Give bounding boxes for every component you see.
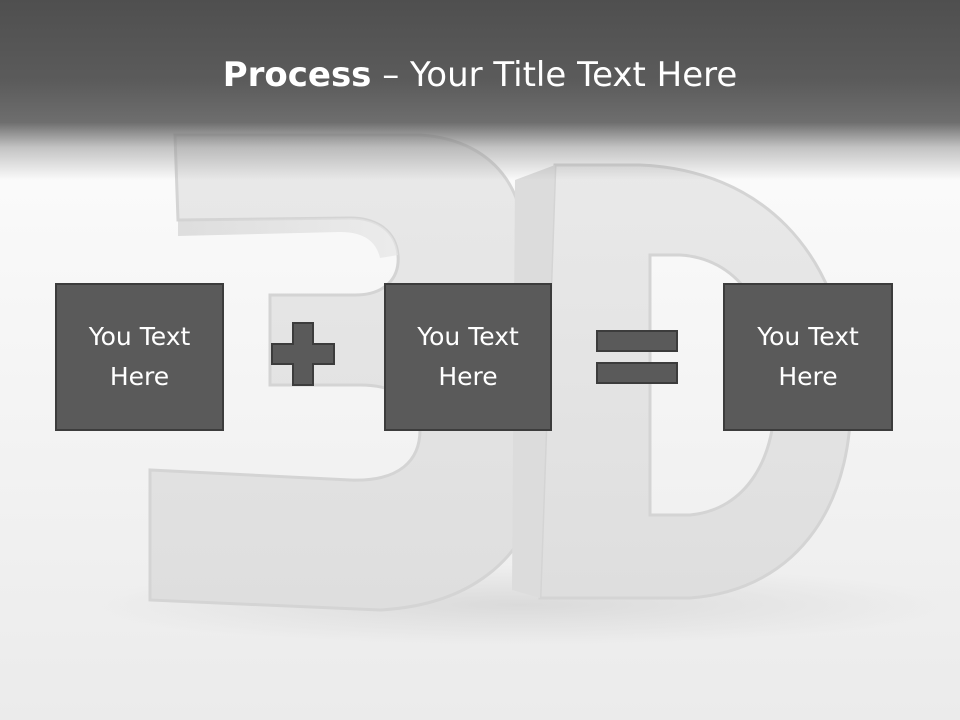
plus-icon	[271, 322, 335, 386]
text-box-2[interactable]: You Text Here	[384, 283, 552, 431]
title-bar	[0, 0, 960, 180]
slide-title: Process – Your Title Text Here	[0, 52, 960, 98]
text-box-3[interactable]: You Text Here	[723, 283, 893, 431]
title-bold-part: Process	[222, 55, 372, 95]
equals-icon	[596, 330, 678, 384]
text-box-1[interactable]: You Text Here	[55, 283, 224, 431]
watermark-digit-3-edge	[178, 218, 398, 258]
title-rest-part: – Your Title Text Here	[371, 55, 738, 95]
